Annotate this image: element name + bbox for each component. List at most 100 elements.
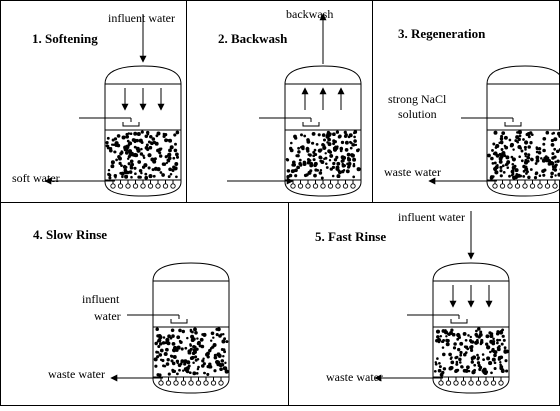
resin-bead	[153, 357, 158, 362]
resin-bead	[208, 362, 212, 366]
resin-bead	[547, 162, 552, 166]
resin-bead	[543, 168, 547, 172]
resin-bead	[166, 138, 170, 142]
resin-bead	[510, 169, 515, 174]
resin-bead	[491, 347, 495, 352]
resin-bead	[502, 171, 506, 174]
resin-bead	[219, 367, 223, 372]
resin-bead	[500, 154, 504, 158]
resin-bead	[218, 363, 223, 368]
resin-bead	[123, 145, 128, 150]
nozzle	[165, 380, 172, 386]
resin-bead	[551, 156, 555, 160]
resin-bead	[438, 361, 441, 365]
resin-bead	[554, 163, 558, 167]
resin-bead	[456, 332, 461, 338]
resin-bead	[209, 347, 213, 350]
resin-bead	[354, 143, 358, 147]
resin-bead	[308, 153, 312, 157]
resin-bead	[472, 369, 475, 373]
trough	[122, 122, 140, 127]
resin-bead	[527, 135, 531, 139]
resin-bead	[157, 344, 161, 349]
resin-bead	[500, 134, 504, 138]
resin-bead	[159, 171, 163, 174]
resin-bead	[485, 342, 489, 346]
resin-bead	[499, 140, 504, 144]
resin-bead	[515, 140, 519, 143]
resin-bead	[186, 336, 189, 340]
resin-bead	[556, 159, 560, 163]
resin-bead	[459, 361, 462, 364]
nozzle	[460, 380, 467, 386]
resin-bead	[480, 341, 483, 344]
resin-bead	[290, 141, 293, 145]
resin-bead	[121, 175, 124, 179]
resin-bead	[514, 168, 519, 173]
resin-bead	[195, 372, 199, 375]
panel-softening: 1. Softening influent water soft water	[12, 11, 182, 197]
resin-bead	[518, 134, 522, 138]
resin-bead	[522, 138, 525, 141]
resin-bead	[492, 337, 495, 341]
resin-bead	[535, 146, 539, 149]
underdrain-nozzles	[285, 179, 361, 189]
nozzle	[507, 183, 513, 189]
resin-bead	[298, 161, 302, 166]
resin-bead	[117, 154, 121, 159]
resin-bead	[542, 173, 546, 177]
resin-bead	[551, 165, 555, 169]
resin-bead	[306, 160, 311, 165]
resin-bead	[450, 328, 454, 332]
resin-bead	[163, 351, 168, 357]
resin-bead	[470, 345, 474, 349]
resin-bead	[337, 169, 341, 173]
top-flow-label: influent water	[398, 210, 465, 224]
resin-bead	[499, 137, 504, 141]
resin-bead	[108, 176, 112, 180]
nozzle	[195, 380, 202, 386]
resin-bead	[171, 342, 176, 346]
resin-bead	[325, 162, 328, 165]
resin-bead	[520, 149, 524, 153]
resin-bead	[489, 334, 494, 339]
nozzle	[173, 380, 179, 386]
resin-bead	[315, 143, 319, 146]
resin-bead	[503, 346, 507, 350]
resin-bead	[554, 160, 557, 164]
resin-bead	[196, 337, 199, 340]
nozzle	[320, 183, 326, 189]
resin-bead	[223, 350, 227, 354]
resin-bead	[509, 142, 515, 147]
resin-bead	[464, 368, 469, 373]
resin-bead	[162, 364, 165, 368]
resin-bead	[189, 328, 193, 332]
underdrain-nozzles	[433, 376, 509, 386]
resin-bead	[185, 369, 189, 373]
resin-bead	[352, 175, 356, 179]
resin-bead	[295, 154, 299, 158]
nozzle	[125, 183, 131, 189]
resin-bead	[166, 154, 170, 158]
resin-bead	[550, 171, 554, 176]
vessel-shell	[284, 65, 362, 197]
resin-bead	[345, 169, 350, 174]
nozzle	[475, 380, 482, 386]
resin-bead	[120, 150, 123, 153]
resin-bead	[106, 136, 110, 140]
resin-bead	[198, 344, 202, 348]
resin-bead	[159, 358, 163, 362]
resin-bead	[526, 155, 531, 160]
resin-bead	[213, 353, 217, 357]
nozzle	[492, 183, 498, 189]
resin-bead	[349, 146, 353, 150]
resin-bead	[313, 173, 317, 178]
resin-bead	[202, 362, 206, 366]
resin-bead	[120, 164, 123, 167]
nozzle	[483, 380, 489, 386]
resin-bead	[293, 134, 297, 139]
resin-bead	[175, 175, 178, 179]
resin-bead	[502, 338, 506, 342]
resin-bead	[501, 131, 506, 135]
resin-bead	[113, 173, 118, 178]
